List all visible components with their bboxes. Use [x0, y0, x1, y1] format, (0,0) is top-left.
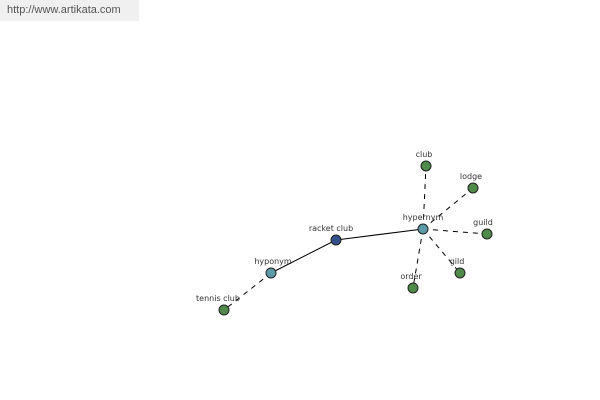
node-label-lodge: lodge	[460, 172, 482, 181]
node-label-club: club	[416, 150, 433, 159]
url-link[interactable]: http://www.artikata.com	[7, 4, 121, 16]
node-circle-lodge[interactable]	[467, 182, 479, 194]
node-hyponym[interactable]: hyponym	[254, 257, 292, 279]
node-club[interactable]: club	[416, 150, 433, 172]
node-circle-gild[interactable]	[454, 267, 466, 279]
node-circle-hypernym[interactable]	[417, 223, 429, 235]
node-label-gild: gild	[450, 257, 465, 266]
node-gild[interactable]: gild	[450, 257, 466, 279]
node-order[interactable]: order	[400, 272, 422, 294]
node-label-guild: guild	[473, 218, 493, 227]
node-label-racket-club: racket club	[309, 224, 353, 233]
node-label-tennis-club: tennis club	[196, 294, 240, 303]
node-circle-order[interactable]	[407, 282, 419, 294]
edge-hypernym-to-guild	[422, 228, 488, 235]
node-label-order: order	[400, 272, 422, 281]
node-circle-club[interactable]	[420, 160, 432, 172]
node-label-hypernym: hypernym	[403, 213, 444, 222]
node-guild[interactable]: guild	[473, 218, 493, 240]
node-circle-tennis-club[interactable]	[218, 304, 230, 316]
node-circle-racket-club[interactable]	[330, 234, 342, 246]
node-circle-hyponym[interactable]	[265, 267, 277, 279]
url-banner: http://www.artikata.com	[0, 0, 139, 21]
node-hypernym[interactable]: hypernym	[403, 213, 444, 235]
edges-layer	[223, 165, 488, 311]
edge-hyponym-to-tennis-club	[223, 272, 272, 311]
edge-hypernym-to-club	[422, 165, 427, 230]
node-tennis-club[interactable]: tennis club	[196, 294, 240, 316]
node-label-hyponym: hyponym	[254, 257, 292, 266]
edge-racket-club-to-hypernym	[335, 228, 424, 241]
node-circle-guild[interactable]	[481, 228, 493, 240]
nodes-layer: racket club hyponym hypernym tennis club clu…	[196, 150, 493, 316]
edge-racket-club-to-hyponym	[270, 239, 337, 274]
edge-hypernym-to-gild	[422, 228, 461, 274]
node-lodge[interactable]: lodge	[460, 172, 482, 194]
edge-hypernym-to-lodge	[422, 187, 474, 230]
node-racket-club[interactable]: racket club	[309, 224, 353, 246]
